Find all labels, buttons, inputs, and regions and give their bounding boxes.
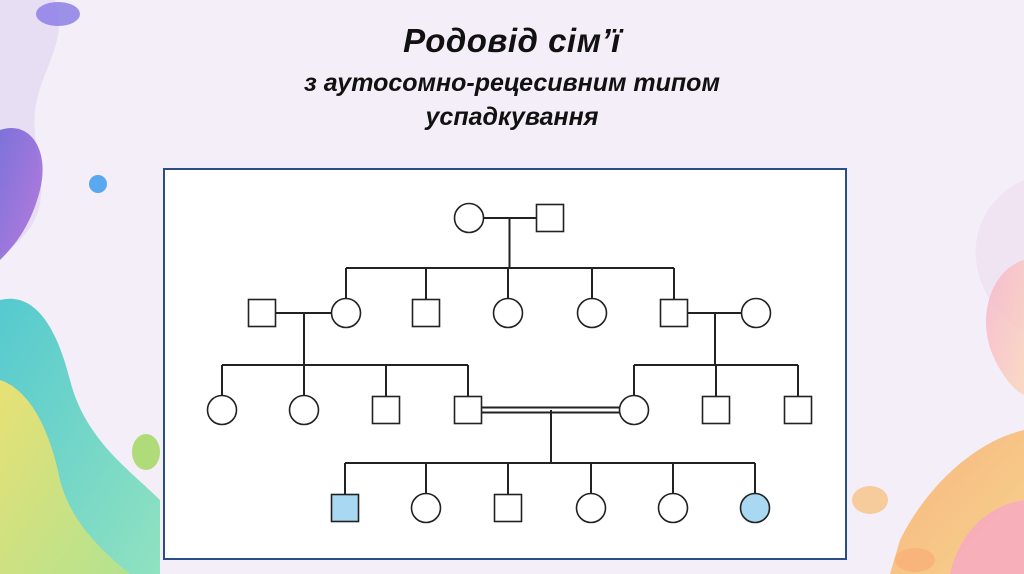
male-symbol bbox=[411, 298, 441, 328]
female-symbol bbox=[492, 297, 524, 329]
male-symbol bbox=[493, 493, 523, 523]
pedigree-frame bbox=[163, 168, 847, 560]
female-symbol bbox=[330, 297, 362, 329]
male-symbol bbox=[247, 298, 277, 328]
slide-subtitle-line-2: успадкування bbox=[425, 103, 599, 131]
female-symbol bbox=[453, 202, 485, 234]
female-symbol bbox=[206, 394, 238, 426]
slide-subtitle-line-1: з аутосомно-рецесивним типом bbox=[304, 69, 720, 97]
slide-title: Родовід сім’ї bbox=[403, 22, 621, 59]
female-symbol bbox=[618, 394, 650, 426]
slide-title-block: Родовід сім’ї з аутосомно-рецесивним тип… bbox=[0, 22, 1024, 134]
male-symbol bbox=[783, 395, 813, 425]
affected-female-symbol bbox=[739, 492, 771, 524]
pedigree-chart bbox=[206, 202, 813, 524]
male-symbol bbox=[371, 395, 401, 425]
male-symbol bbox=[535, 203, 565, 233]
affected-male-symbol bbox=[330, 493, 360, 523]
male-symbol bbox=[701, 395, 731, 425]
female-symbol bbox=[657, 492, 689, 524]
female-symbol bbox=[576, 297, 608, 329]
female-symbol bbox=[410, 492, 442, 524]
female-symbol bbox=[575, 492, 607, 524]
female-symbol bbox=[740, 297, 772, 329]
female-symbol bbox=[288, 394, 320, 426]
male-symbol bbox=[659, 298, 689, 328]
male-symbol bbox=[453, 395, 483, 425]
